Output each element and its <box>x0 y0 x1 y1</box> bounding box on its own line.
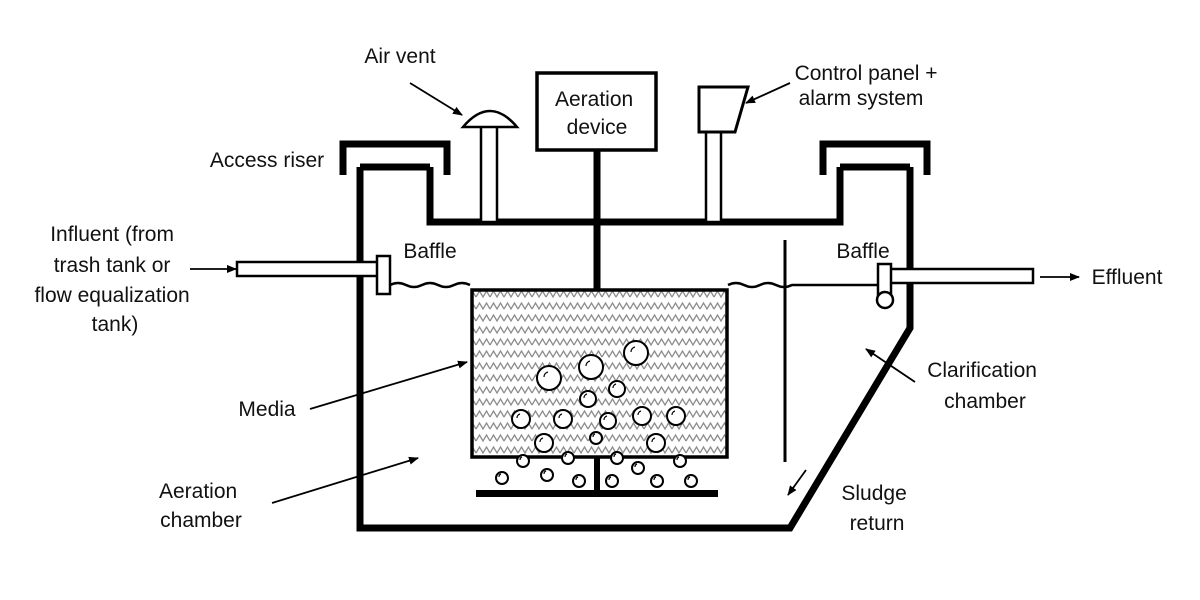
effluent-pipe <box>888 267 1035 285</box>
label-control-panel: Control panel + alarm system <box>795 62 944 110</box>
baffle-right <box>875 262 895 310</box>
arrow-sludge-return <box>787 469 807 496</box>
water-surface <box>389 281 880 289</box>
air-bubbles <box>495 340 698 488</box>
label-influent: Influent (from trash tank or flow equali… <box>34 223 195 336</box>
pointer-arrows <box>190 82 1080 504</box>
control-panel <box>697 85 750 224</box>
arrow-aeration-chamber <box>271 456 419 504</box>
arrow-air-vent <box>409 82 463 116</box>
labels: Air vent Aeration device Control panel +… <box>34 45 1162 535</box>
label-baffle-left: Baffle <box>403 240 456 263</box>
aeration-device <box>535 71 658 290</box>
arrow-clarification <box>865 348 916 383</box>
label-aeration-chamber: Aeration chamber <box>159 480 243 532</box>
diffuser <box>476 457 718 497</box>
label-baffle-right: Baffle <box>836 240 889 263</box>
label-effluent: Effluent <box>1092 266 1163 289</box>
arrow-control-panel <box>745 82 791 104</box>
influent-pipe <box>235 260 384 278</box>
access-riser-right <box>819 140 931 175</box>
label-clarification-chamber: Clarification chamber <box>927 359 1043 413</box>
label-media: Media <box>238 398 296 421</box>
label-access-riser: Access riser <box>210 149 324 172</box>
air-vent <box>460 109 520 224</box>
label-sludge-return: Sludge return <box>841 482 912 535</box>
label-aeration-device: Aeration device <box>555 88 639 139</box>
baffle-left <box>375 254 392 296</box>
arrow-media <box>309 360 468 410</box>
access-riser-left <box>339 140 451 175</box>
label-air-vent: Air vent <box>364 45 435 68</box>
